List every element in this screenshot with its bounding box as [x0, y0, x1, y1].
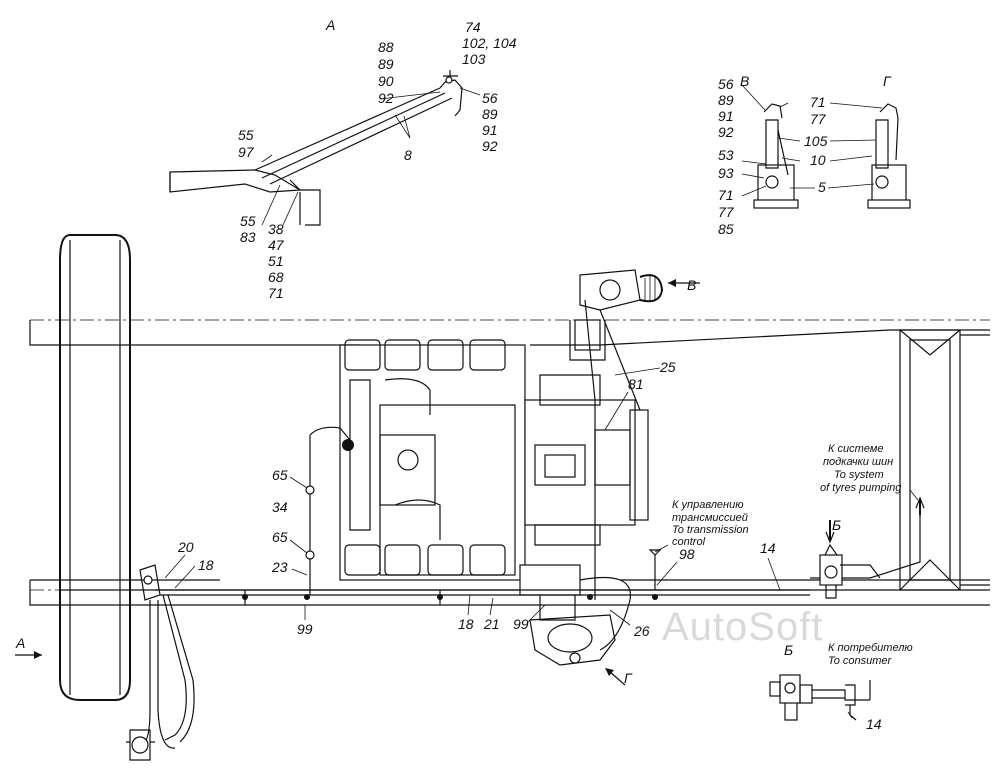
callout-97: 97	[238, 144, 255, 160]
callout-25: 25	[659, 359, 676, 375]
callout-89: 89	[378, 56, 394, 72]
callout-88: 88	[378, 39, 394, 55]
v-callout-53: 53	[718, 147, 734, 163]
brake-chamber-bottom	[519, 564, 631, 666]
callout-26: 26	[633, 623, 650, 639]
callout-14: 14	[760, 540, 776, 556]
pressure-regulator	[819, 496, 925, 599]
v-callout-89: 89	[718, 92, 734, 108]
v-callout-105: 105	[804, 133, 828, 149]
v-callout-71: 71	[810, 94, 826, 110]
callout-51: 51	[268, 253, 284, 269]
callout-20: 20	[177, 539, 194, 555]
note-tyres-ru-1: К системе	[828, 443, 883, 455]
detail-b-callout-14: 14	[866, 716, 882, 732]
engine	[339, 339, 526, 581]
callout-83: 83	[240, 229, 256, 245]
v-callout-91: 91	[718, 108, 734, 124]
transmission	[524, 319, 649, 546]
detail-b-title: Б	[784, 642, 793, 658]
brake-chamber-top	[579, 269, 664, 600]
v-callout-5: 5	[818, 179, 826, 195]
callout-55: 55	[238, 127, 254, 143]
callout-103: 103	[462, 51, 486, 67]
callout-92b: 92	[482, 138, 498, 154]
callout-68: 68	[268, 269, 284, 285]
callout-89b: 89	[482, 106, 498, 122]
view-g-title: Г	[883, 73, 892, 89]
note-consumer-en: To consumer	[828, 655, 893, 667]
v-callout-77: 77	[810, 111, 827, 127]
view-a-detail	[169, 70, 481, 226]
callout-56: 56	[482, 90, 498, 106]
callout-74: 74	[465, 19, 481, 35]
cylinder-heads-bottom	[344, 544, 506, 576]
note-tyres-en-1: To system	[834, 469, 884, 481]
v-callout-93: 93	[718, 165, 734, 181]
note-tyres-en-2: of tyres pumping	[820, 482, 902, 494]
front-wheel	[59, 234, 131, 701]
arrow-b-label: Б	[832, 517, 841, 533]
front-valve-and-hoses	[126, 564, 195, 761]
callout-23: 23	[271, 559, 288, 575]
note-trans-ru-1: К управлению	[672, 499, 743, 511]
view-v-detail	[741, 84, 815, 209]
callout-99b: 99	[513, 616, 529, 632]
v-callout-71b: 71	[718, 187, 734, 203]
v-callout-77b: 77	[718, 204, 735, 220]
callout-90: 90	[378, 73, 394, 89]
callout-18b: 18	[458, 616, 474, 632]
v-callout-92: 92	[718, 124, 734, 140]
callout-71: 71	[268, 285, 284, 301]
callout-21: 21	[483, 616, 500, 632]
callout-8: 8	[404, 147, 412, 163]
view-v-title: В	[740, 73, 749, 89]
callout-38: 38	[268, 221, 284, 237]
callout-55b: 55	[240, 213, 256, 229]
v-callout-56: 56	[718, 76, 734, 92]
note-trans-en-1: To transmission	[672, 524, 749, 536]
callout-47: 47	[268, 237, 285, 253]
detail-b	[769, 674, 871, 721]
v-callout-85: 85	[718, 221, 734, 237]
callout-102-104: 102, 104	[462, 35, 517, 51]
view-g-detail	[827, 102, 911, 209]
callout-92: 92	[378, 90, 394, 106]
note-tyres-ru-2: подкачки шин	[823, 456, 893, 468]
note-trans-en-2: control	[672, 536, 706, 548]
callout-81: 81	[628, 376, 644, 392]
callout-34: 34	[272, 499, 288, 515]
callout-99: 99	[297, 621, 313, 637]
watermark: AutoSoft	[662, 605, 823, 649]
arrow-v-label: В	[687, 277, 696, 293]
direction-arrows	[15, 279, 700, 686]
callout-98: 98	[679, 546, 695, 562]
arrow-a-label: А	[15, 635, 25, 651]
callout-91: 91	[482, 122, 498, 138]
view-a-title: А	[325, 17, 335, 33]
leader-lines	[164, 367, 919, 719]
v-callout-10: 10	[810, 152, 826, 168]
note-consumer-ru: К потребителю	[828, 642, 913, 654]
callout-65: 65	[272, 467, 288, 483]
air-lines	[155, 426, 921, 605]
callout-18: 18	[198, 557, 214, 573]
callout-65b: 65	[272, 529, 288, 545]
arrow-g-label: Г	[624, 670, 633, 686]
note-trans-ru-2: трансмиссией	[672, 512, 748, 524]
cylinder-heads-top	[344, 339, 506, 371]
